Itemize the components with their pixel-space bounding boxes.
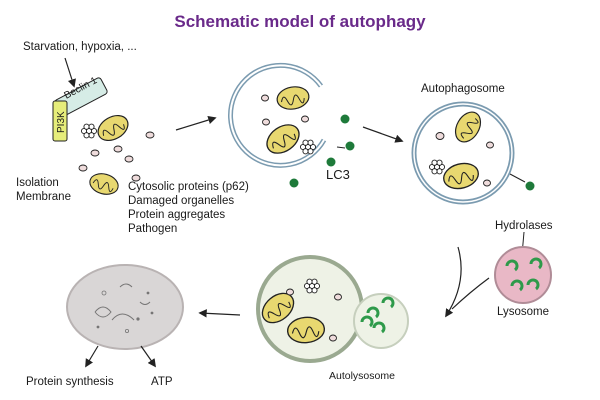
phagophore	[228, 62, 355, 188]
hydrolases-label: Hydrolases	[495, 220, 553, 232]
beclin-pi3k-complex	[52, 77, 108, 142]
lysosome-label: Lysosome	[497, 306, 549, 318]
autolysosome	[256, 255, 409, 363]
isolation-membrane-label: Isolation Membrane	[16, 176, 71, 204]
cargo-item: Protein aggregates	[128, 209, 226, 221]
isolation-membrane-line-1: Isolation	[16, 177, 59, 189]
degraded-vesicle	[66, 264, 184, 350]
pi3k-label: PI3K	[56, 111, 67, 133]
protein-synthesis-label: Protein synthesis	[26, 376, 114, 388]
cargo-item: Cytosolic proteins (p62)	[128, 181, 249, 193]
cargo-list: Cytosolic proteins (p62) Damaged organel…	[128, 180, 249, 236]
cargo-item: Damaged organelles	[128, 195, 235, 207]
isolation-membrane-line-2: Membrane	[16, 191, 71, 203]
atp-label: ATP	[151, 376, 173, 388]
cargo-item: Pathogen	[128, 223, 178, 235]
autolysosome-label: Autolysosome	[329, 370, 395, 382]
loose-cargo	[78, 109, 155, 198]
lc3-label: LC3	[326, 167, 350, 182]
lysosome	[494, 231, 552, 304]
autophagosome-label: Autophagosome	[421, 83, 505, 95]
stimulus-label: Starvation, hypoxia, ...	[23, 41, 137, 53]
autophagosome	[411, 101, 535, 205]
diagram-title: Schematic model of autophagy	[174, 12, 426, 31]
